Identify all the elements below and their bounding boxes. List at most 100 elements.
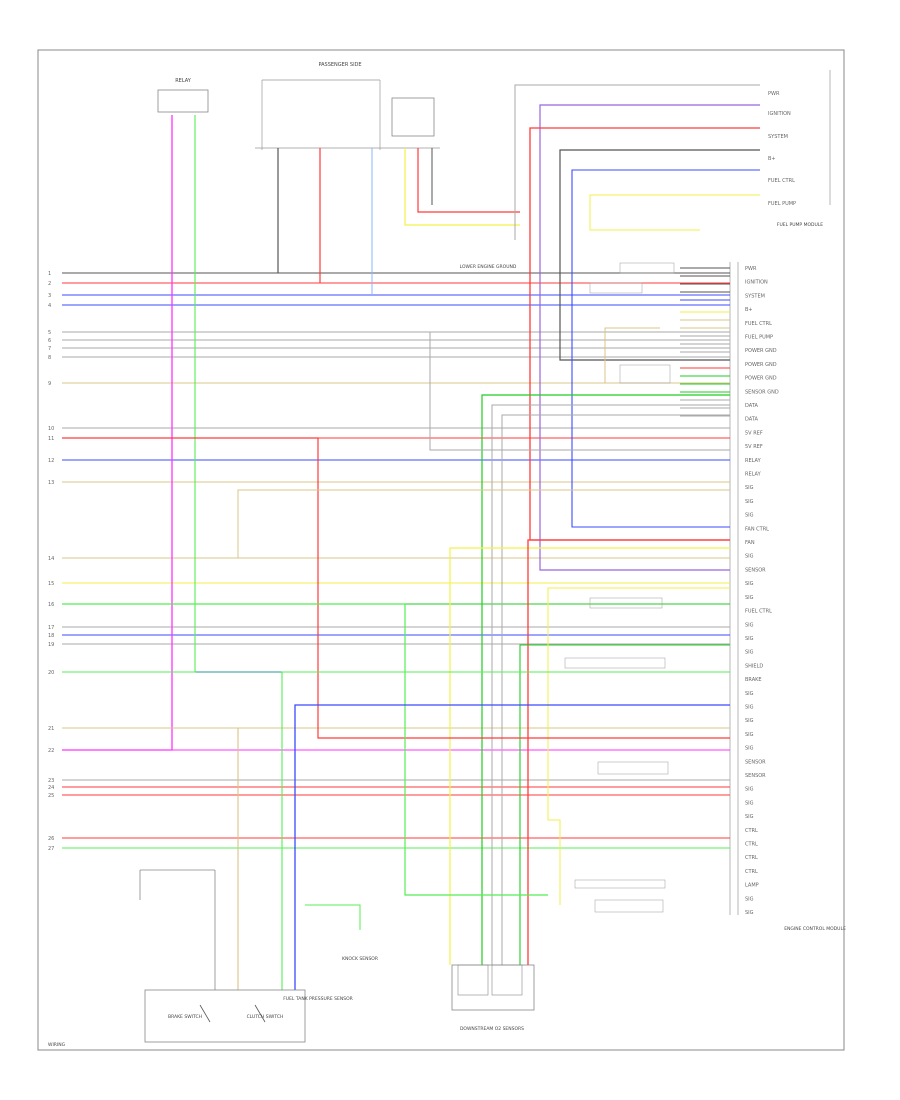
pcm-signal-label: FAN CTRL	[745, 526, 769, 532]
pcm-signal-label: 5V REF	[745, 444, 763, 450]
pcm-signal-label: SIG	[745, 650, 754, 656]
vertical-wires	[62, 84, 760, 990]
green-sensor-wire-2	[519, 644, 730, 965]
fuse-block-label: PASSENGER SIDE	[318, 62, 361, 68]
pcm-signal-label: CTRL	[745, 828, 758, 834]
pcm-signal-label: FUEL CTRL	[745, 609, 772, 615]
light-green-short	[305, 904, 361, 930]
gray-mid-wire	[429, 332, 730, 451]
light-green-bottom	[281, 671, 730, 990]
fuel-module-signal-label: PWR	[768, 91, 780, 97]
fuse-block-top: PASSENGER SIDE	[255, 62, 440, 150]
pcm-signal-label: SIG	[745, 746, 754, 752]
fuel-module-signal-label: B+	[768, 156, 776, 162]
pin-number: 10	[48, 426, 54, 432]
pin-number: 2	[48, 281, 51, 287]
pin-number: 25	[48, 793, 54, 799]
light-green-loop	[62, 603, 548, 896]
pin-number: 16	[48, 602, 54, 608]
fuel-module-signal-label: SYSTEM	[768, 134, 788, 140]
pin-number: 23	[48, 778, 54, 784]
pcm-signal-label: DATA	[745, 403, 758, 409]
pcm-signal-label: SYSTEM	[745, 293, 765, 299]
fuel-pump-module: FUEL PUMP MODULE	[777, 70, 831, 228]
tan-bottom	[62, 727, 239, 990]
pcm-signal-label: SIG	[745, 896, 754, 902]
red-loop-wire	[62, 437, 730, 739]
bottom-sensors: DOWNSTREAM O2 SENSORS KNOCK SENSOR	[342, 956, 535, 1032]
pin-number: 24	[48, 785, 54, 791]
pin-number: 20	[48, 670, 54, 676]
blue-long-wire	[571, 169, 760, 528]
pin-number: 13	[48, 480, 54, 486]
pcm-signal-label: SIG	[745, 800, 754, 806]
pin-number: 3	[48, 293, 51, 299]
pcm-signal-label: SIG	[745, 910, 754, 916]
pcm-signal-label: SIG	[745, 595, 754, 601]
pin-number: 5	[48, 330, 51, 336]
gray-sensor-wire	[491, 404, 730, 965]
pcm-signal-label: SIG	[745, 636, 754, 642]
yellow-mid-wire	[547, 587, 730, 905]
pcm-signal-label: RELAY	[745, 472, 762, 478]
pcm-signal-label: 5V REF	[745, 430, 763, 436]
pcm-signal-label: FAN	[745, 540, 755, 546]
pcm-signal-label: SENSOR	[745, 567, 766, 573]
pcm-signal-label: SIG	[745, 499, 754, 505]
pcm-signal-label: CTRL	[745, 855, 758, 861]
pcm-signal-label: FUEL CTRL	[745, 321, 772, 327]
red-sensor-wire	[527, 539, 730, 965]
pin-number: 8	[48, 355, 51, 361]
bottom-center-label: KNOCK SENSOR	[342, 956, 378, 962]
pcm-signal-label: POWER GND	[745, 348, 777, 354]
lower-engine-ground-label: LOWER ENGINE GROUND	[460, 264, 517, 270]
violet-wire	[539, 104, 760, 571]
pin-number: 21	[48, 726, 54, 732]
pin-number: 26	[48, 836, 54, 842]
pcm-signal-label: SIG	[745, 554, 754, 560]
pcm-signal-label: SIG	[745, 704, 754, 710]
pcm-signal-label: SIG	[745, 622, 754, 628]
pcm-signal-label: SIG	[745, 732, 754, 738]
blue-bottom	[294, 704, 730, 990]
pcm-signal-label: SIG	[745, 718, 754, 724]
pcm-signal-label: SIG	[745, 581, 754, 587]
fuel-module-signal-label: FUEL PUMP	[768, 201, 796, 207]
fuel-pump-module-label: FUEL PUMP MODULE	[777, 222, 823, 228]
pin-number: 19	[48, 642, 54, 648]
pcm-signal-label: SENSOR GND	[745, 389, 779, 395]
mid-right-callouts	[564, 262, 675, 913]
bottom-switches: BRAKE SWITCH CLUTCH SWITCH FUEL TANK PRE…	[139, 869, 353, 1043]
black-long-wire	[559, 149, 760, 361]
red-fuse-wire	[417, 148, 520, 213]
tan-upper	[237, 489, 730, 558]
pcm-signal-label: SIG	[745, 691, 754, 697]
fuel-tank-pressure-label: FUEL TANK PRESSURE SENSOR	[283, 996, 353, 1002]
pcm-signal-label: PWR	[745, 266, 757, 272]
gray-sensor-wire-2	[501, 414, 730, 965]
pcm-signal-label: BRAKE	[745, 677, 762, 683]
pcm-label: ENGINE CONTROL MODULE	[784, 926, 846, 932]
pcm-signal-label: SIG	[745, 787, 754, 793]
pin-number: 9	[48, 381, 51, 387]
red-long-wire	[529, 127, 760, 541]
pcm-signal-label: SIG	[745, 814, 754, 820]
light-green-wire	[62, 115, 196, 673]
pcm-signal-label: CTRL	[745, 869, 758, 875]
fuel-module-signal-label: FUEL CTRL	[768, 178, 795, 184]
pin-number: 18	[48, 633, 54, 639]
clutch-switch-label: CLUTCH SWITCH	[247, 1014, 284, 1020]
pcm-signal-label: SENSOR	[745, 759, 766, 765]
pcm-signal-label: POWER GND	[745, 376, 777, 382]
pcm-signal-label: FUEL PUMP	[745, 335, 773, 341]
pcm-signal-label: RELAY	[745, 458, 762, 464]
downstream-o2-label: DOWNSTREAM O2 SENSORS	[460, 1026, 524, 1032]
pcm-signal-label: SENSOR	[745, 773, 766, 779]
relay-top-left: RELAY	[157, 78, 209, 113]
pin-number: 14	[48, 556, 54, 562]
pcm-signal-label: SHIELD	[745, 663, 763, 669]
pin-number: 17	[48, 625, 54, 631]
pcm-signal-label: DATA	[745, 417, 758, 423]
